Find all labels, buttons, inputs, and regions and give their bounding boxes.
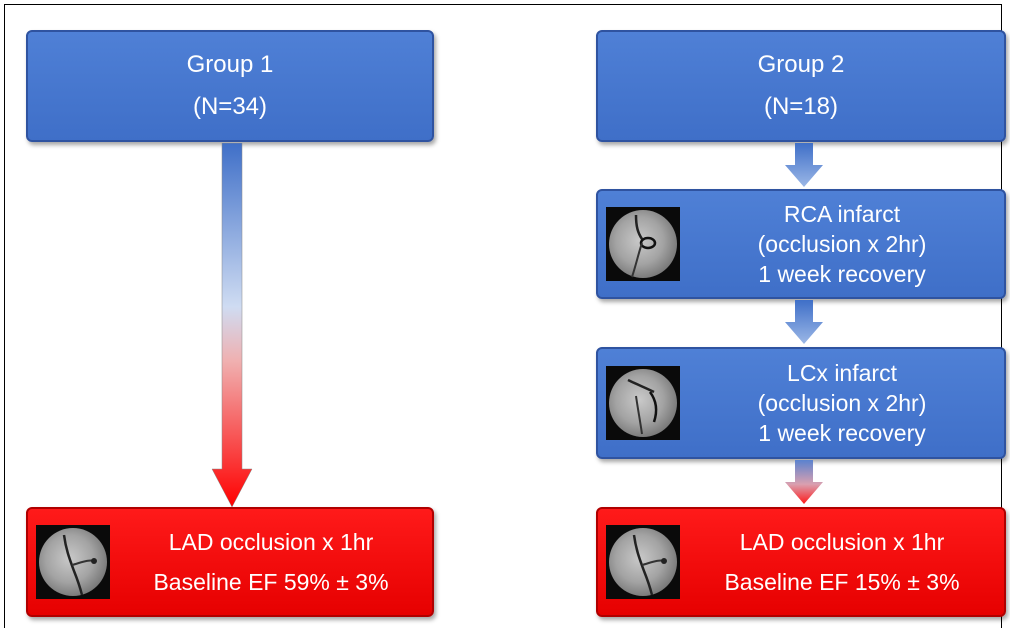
rca-occlusion: (occlusion x 2hr): [757, 231, 927, 257]
group1-arrow-icon: [211, 143, 253, 508]
angiogram-thumbnail-icon: [606, 525, 680, 599]
group2-outcome-box: LAD occlusion x 1hr Baseline EF 15% ± 3%: [596, 507, 1006, 617]
arrow-down-icon: [785, 143, 823, 187]
group2-count: (N=18): [763, 93, 839, 120]
angiogram-thumbnail-icon: [36, 525, 110, 599]
figure-frame: [4, 4, 1002, 628]
group1-count: (N=34): [192, 93, 268, 120]
lcx-title: LCx infarct: [787, 360, 897, 386]
group1-outcome-ef: Baseline EF 59% ± 3%: [153, 569, 389, 595]
group2-title: Group 2: [757, 51, 845, 78]
group2-box: Group 2 (N=18): [596, 30, 1006, 142]
group1-outcome-box: LAD occlusion x 1hr Baseline EF 59% ± 3%: [26, 507, 434, 617]
lcx-recovery: 1 week recovery: [758, 420, 926, 446]
arrow-down-icon: [785, 460, 823, 504]
angiogram-thumbnail-icon: [606, 366, 680, 440]
group1-box: Group 1 (N=34): [26, 30, 434, 142]
rca-title: RCA infarct: [783, 201, 901, 227]
lcx-infarct-box: LCx infarct (occlusion x 2hr) 1 week rec…: [596, 347, 1006, 459]
arrow-down-icon: [785, 300, 823, 344]
rca-recovery: 1 week recovery: [758, 261, 926, 287]
group1-title: Group 1: [186, 51, 274, 78]
lcx-occlusion: (occlusion x 2hr): [757, 390, 927, 416]
group2-outcome-occlusion: LAD occlusion x 1hr: [739, 529, 945, 555]
group1-outcome-occlusion: LAD occlusion x 1hr: [168, 529, 374, 555]
rca-infarct-box: RCA infarct (occlusion x 2hr) 1 week rec…: [596, 189, 1006, 299]
angiogram-thumbnail-icon: [606, 207, 680, 281]
group2-outcome-ef: Baseline EF 15% ± 3%: [724, 569, 960, 595]
